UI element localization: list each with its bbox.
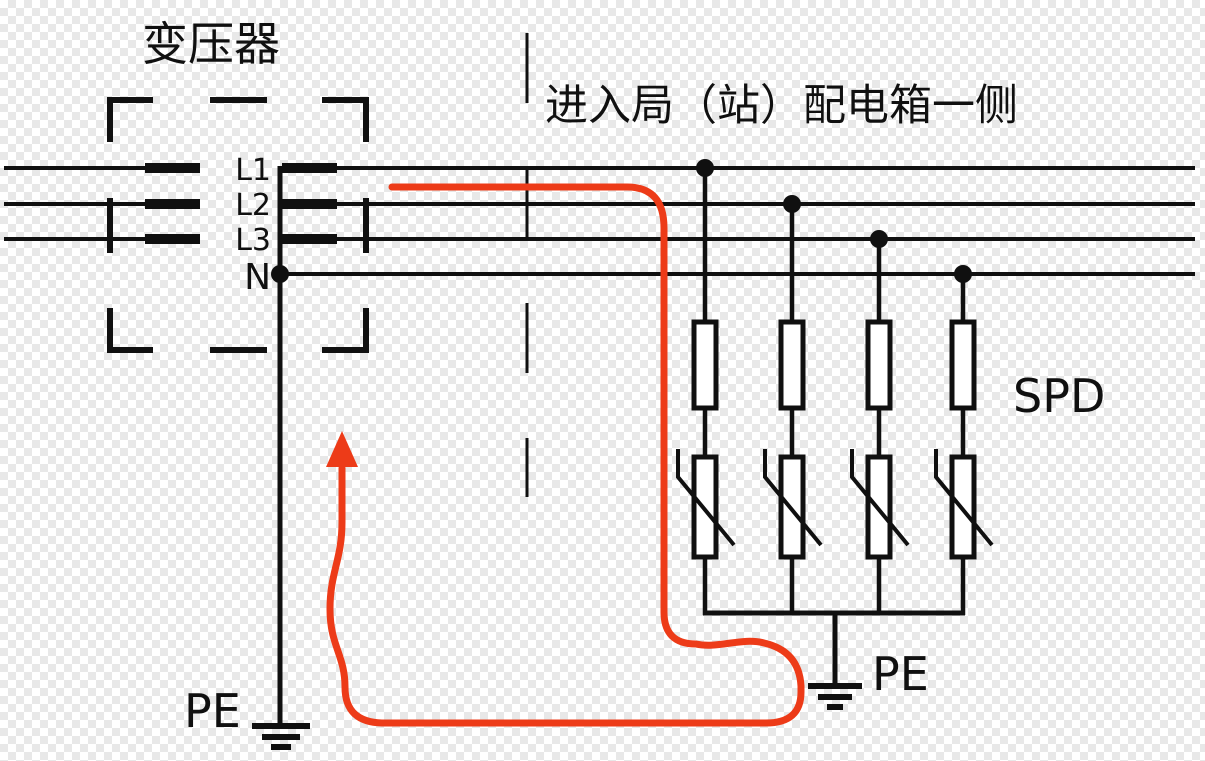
secondary-winding-bar [282,199,337,209]
pe-label-right: PE [872,647,929,701]
fuse-symbol [865,319,893,411]
transformer-dashed-box [107,97,369,353]
pe-label-left: PE [184,684,241,738]
varistor-diagonal [676,449,736,547]
spd-branch-3 [850,230,910,615]
surge-arrowhead [326,431,358,467]
line-label-l1: L1 [235,153,271,188]
spd-branch-4 [934,265,994,615]
spd-branch-2 [763,195,823,615]
primary-lines [4,163,200,244]
varistor-diagonal [763,449,823,547]
line-label-l3: L3 [235,223,271,258]
primary-winding-bar [145,199,200,209]
secondary-winding-bar [282,163,337,173]
ground-symbol-left [252,723,310,750]
surge-path-curve [326,183,805,727]
ground-symbol-right [808,683,862,710]
spd-label: SPD [1013,369,1105,423]
secondary-lines [271,163,1195,283]
spd-branch-1 [676,159,736,615]
fuse-symbol [691,319,719,411]
varistor-diagonal [850,449,910,547]
surge-current-path [326,183,805,727]
fuse-symbol [949,319,977,411]
transformer-title: 变压器 [142,17,280,71]
varistor-diagonal [934,449,994,547]
fuse-symbol [778,319,806,411]
spd-earth-bus [703,610,965,710]
secondary-winding-bar [282,234,337,244]
primary-winding-bar [145,163,200,173]
line-label-l2: L2 [235,188,271,223]
boundary-side-label: 进入局（站）配电箱一侧 [545,81,1018,131]
neutral-earthing-conductor [252,274,310,750]
line-label-n: N [244,257,271,298]
primary-winding-bar [145,234,200,244]
